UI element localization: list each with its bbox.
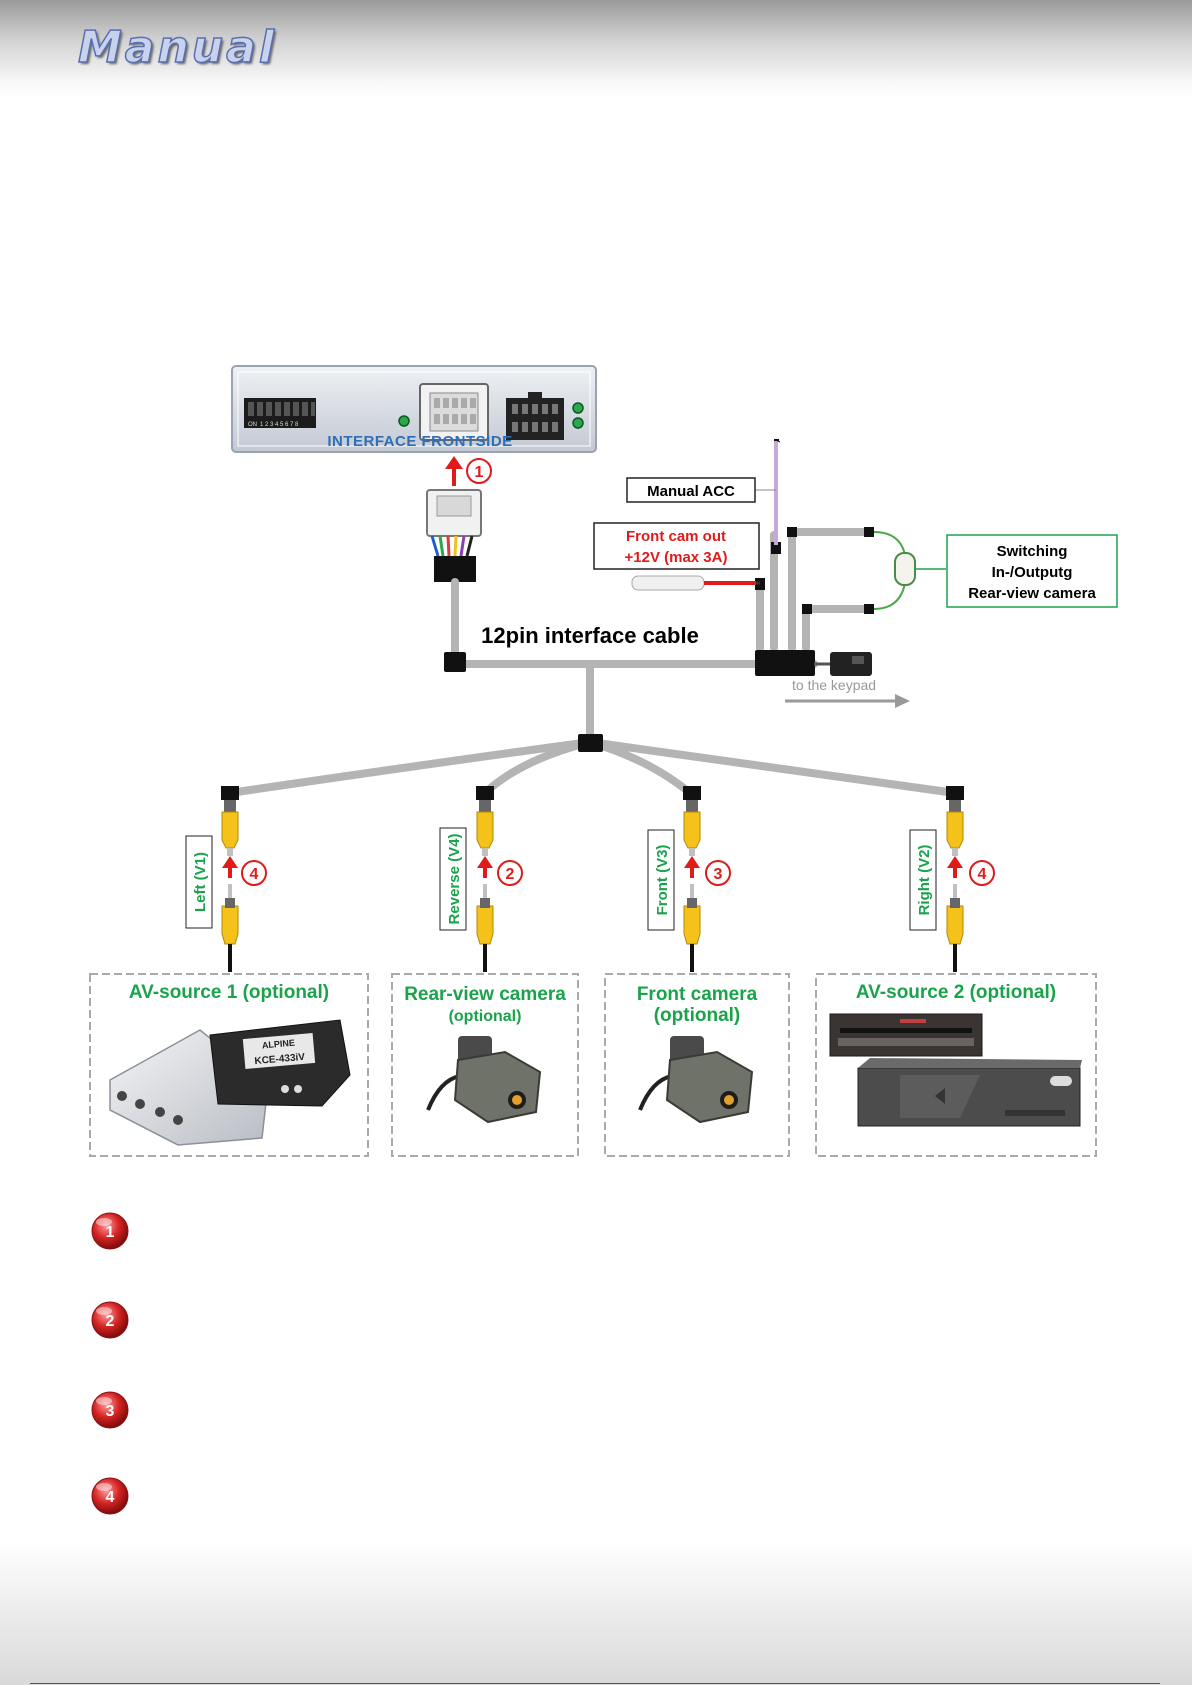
interface-frontside-panel: ON 1 2 3 4 5 6 7 8 INTERFACE FRONTSIDE bbox=[231, 365, 597, 453]
camera-illustration bbox=[638, 1036, 754, 1124]
rca-branch-right: 4 Right (V2) bbox=[909, 786, 995, 972]
device-front-camera: Front camera (optional) bbox=[604, 973, 790, 1157]
av1-brand: ALPINE bbox=[262, 1038, 296, 1051]
rca-branch-reverse: 2 Reverse (V4) bbox=[439, 786, 523, 972]
front-camera-subtitle: (optional) bbox=[654, 1005, 741, 1026]
12pin-plug bbox=[426, 489, 482, 582]
led-icon bbox=[398, 415, 410, 427]
keypad-connector bbox=[814, 652, 872, 676]
cable-label: 12pin interface cable bbox=[481, 623, 699, 648]
device-av-source-1: AV-source 1 (optional) ALPINE KCE-433iV bbox=[89, 973, 369, 1157]
av1-model: KCE-433iV bbox=[254, 1052, 306, 1067]
rca-branch-front: 3 Front (V3) bbox=[647, 786, 731, 972]
step-1-marker: 1 bbox=[445, 456, 492, 486]
step-2-number: 2 bbox=[506, 866, 515, 883]
dip-switch: ON 1 2 3 4 5 6 7 8 bbox=[244, 398, 316, 428]
12pin-socket bbox=[419, 383, 489, 441]
switching-line2: In-/Outputg bbox=[992, 564, 1073, 581]
step-4-number: 4 bbox=[250, 866, 259, 883]
output-socket bbox=[506, 392, 564, 440]
rca-branch-left: 4 Left (V1) bbox=[185, 786, 267, 972]
manual-acc: Manual ACC bbox=[626, 439, 781, 545]
legend-item-3: 3 bbox=[91, 1391, 129, 1429]
front-cam-out-line1: Front cam out bbox=[626, 528, 726, 545]
av1-title: AV-source 1 (optional) bbox=[129, 982, 329, 1003]
header-title: Manual bbox=[77, 21, 277, 74]
footer-rule bbox=[30, 1683, 1160, 1684]
legend: 1 2 3 4 bbox=[91, 1212, 129, 1515]
legend-item-4: 4 bbox=[91, 1477, 129, 1515]
dip-numbers-label: 1 2 3 4 5 6 7 8 bbox=[260, 422, 299, 428]
keypad-label: to the keypad bbox=[792, 677, 876, 693]
manual-acc-label: Manual ACC bbox=[647, 483, 735, 500]
interface-label: INTERFACE FRONTSIDE bbox=[327, 433, 512, 450]
switching-fuse bbox=[873, 531, 946, 610]
camera-illustration bbox=[426, 1036, 542, 1124]
front-cam-out: Front cam out +12V (max 3A) bbox=[593, 522, 760, 591]
rear-camera-title: Rear-view camera bbox=[404, 984, 566, 1005]
keypad-arrow bbox=[785, 694, 910, 708]
legend-item-1: 1 bbox=[91, 1212, 129, 1250]
dvd-player-illustration bbox=[829, 1013, 1082, 1127]
switching-line3: Rear-view camera bbox=[968, 585, 1096, 602]
legend-number-2: 2 bbox=[106, 1313, 115, 1330]
page-header: Manual bbox=[0, 0, 1192, 100]
led-icon bbox=[572, 402, 584, 414]
legend-item-2: 2 bbox=[91, 1301, 129, 1339]
legend-number-3: 3 bbox=[106, 1403, 115, 1420]
step-4-number-right: 4 bbox=[978, 866, 987, 883]
input-reverse-label: Reverse (V4) bbox=[446, 834, 463, 925]
step-1-badge bbox=[466, 458, 492, 484]
front-camera-title: Front camera bbox=[637, 984, 758, 1005]
front-cam-out-line2: +12V (max 3A) bbox=[625, 549, 728, 566]
av2-title: AV-source 2 (optional) bbox=[856, 982, 1056, 1003]
page-footer bbox=[0, 1540, 1192, 1685]
dip-on-label: ON bbox=[248, 422, 257, 428]
legend-number-1: 1 bbox=[106, 1224, 115, 1241]
device-av-source-2: AV-source 2 (optional) bbox=[815, 973, 1097, 1157]
step-3-number: 3 bbox=[714, 866, 723, 883]
input-right-label: Right (V2) bbox=[916, 845, 933, 916]
av-tuner-illustration: ALPINE KCE-433iV bbox=[109, 1019, 351, 1146]
switching-line1: Switching bbox=[997, 543, 1068, 560]
input-front-label: Front (V3) bbox=[654, 845, 671, 916]
rear-camera-subtitle: (optional) bbox=[449, 1008, 522, 1025]
input-left-label: Left (V1) bbox=[192, 852, 209, 912]
step-1-number: 1 bbox=[475, 464, 484, 481]
switching-label-box: Switching In-/Outputg Rear-view camera bbox=[946, 534, 1118, 608]
led-icon bbox=[572, 417, 584, 429]
device-rear-view-camera: Rear-view camera (optional) bbox=[391, 973, 579, 1157]
legend-number-4: 4 bbox=[106, 1489, 115, 1506]
